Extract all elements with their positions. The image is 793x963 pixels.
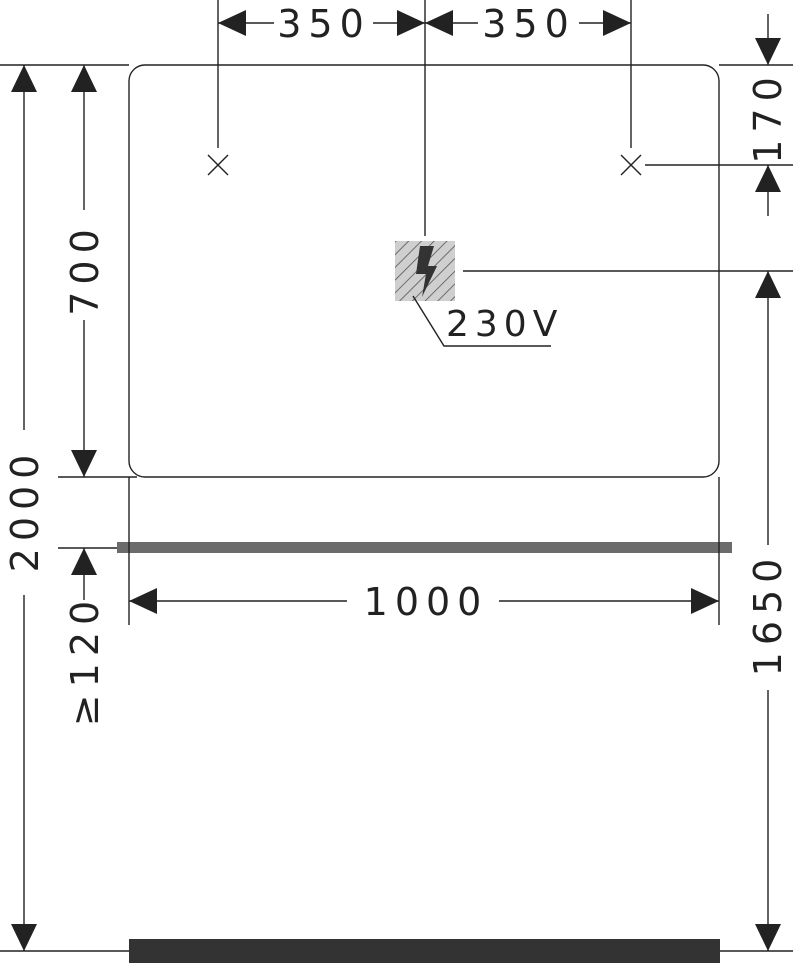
dim-mount-spacing-left: 350 (277, 2, 371, 46)
dim-mirror-width (128, 477, 720, 625)
mount-point-right (620, 154, 642, 176)
dim-top-to-mount-label: 170 (746, 70, 790, 164)
dim-min-gap (58, 547, 117, 600)
dim-total-height-label: 2000 (3, 448, 47, 573)
dim-mirror-height (58, 65, 137, 478)
mount-point-left (207, 154, 229, 176)
dim-floor-to-outlet-label: 1650 (746, 552, 790, 677)
dim-min-gap-label: ≥120 (63, 594, 107, 726)
lightning-bolt-icon (416, 246, 437, 297)
dim-mount-spacing-right: 350 (482, 2, 576, 46)
dim-total-height (0, 64, 129, 952)
dim-top-width (217, 0, 632, 236)
voltage-label: 230V (446, 304, 563, 345)
dim-mirror-width-label: 1000 (364, 580, 489, 624)
dim-floor-to-outlet (463, 270, 793, 952)
dim-mirror-height-label: 700 (63, 222, 107, 316)
basin-edge (117, 542, 732, 553)
voltage-leader (412, 295, 551, 347)
floor-line (129, 939, 720, 963)
dim-top-to-mount (645, 14, 793, 216)
